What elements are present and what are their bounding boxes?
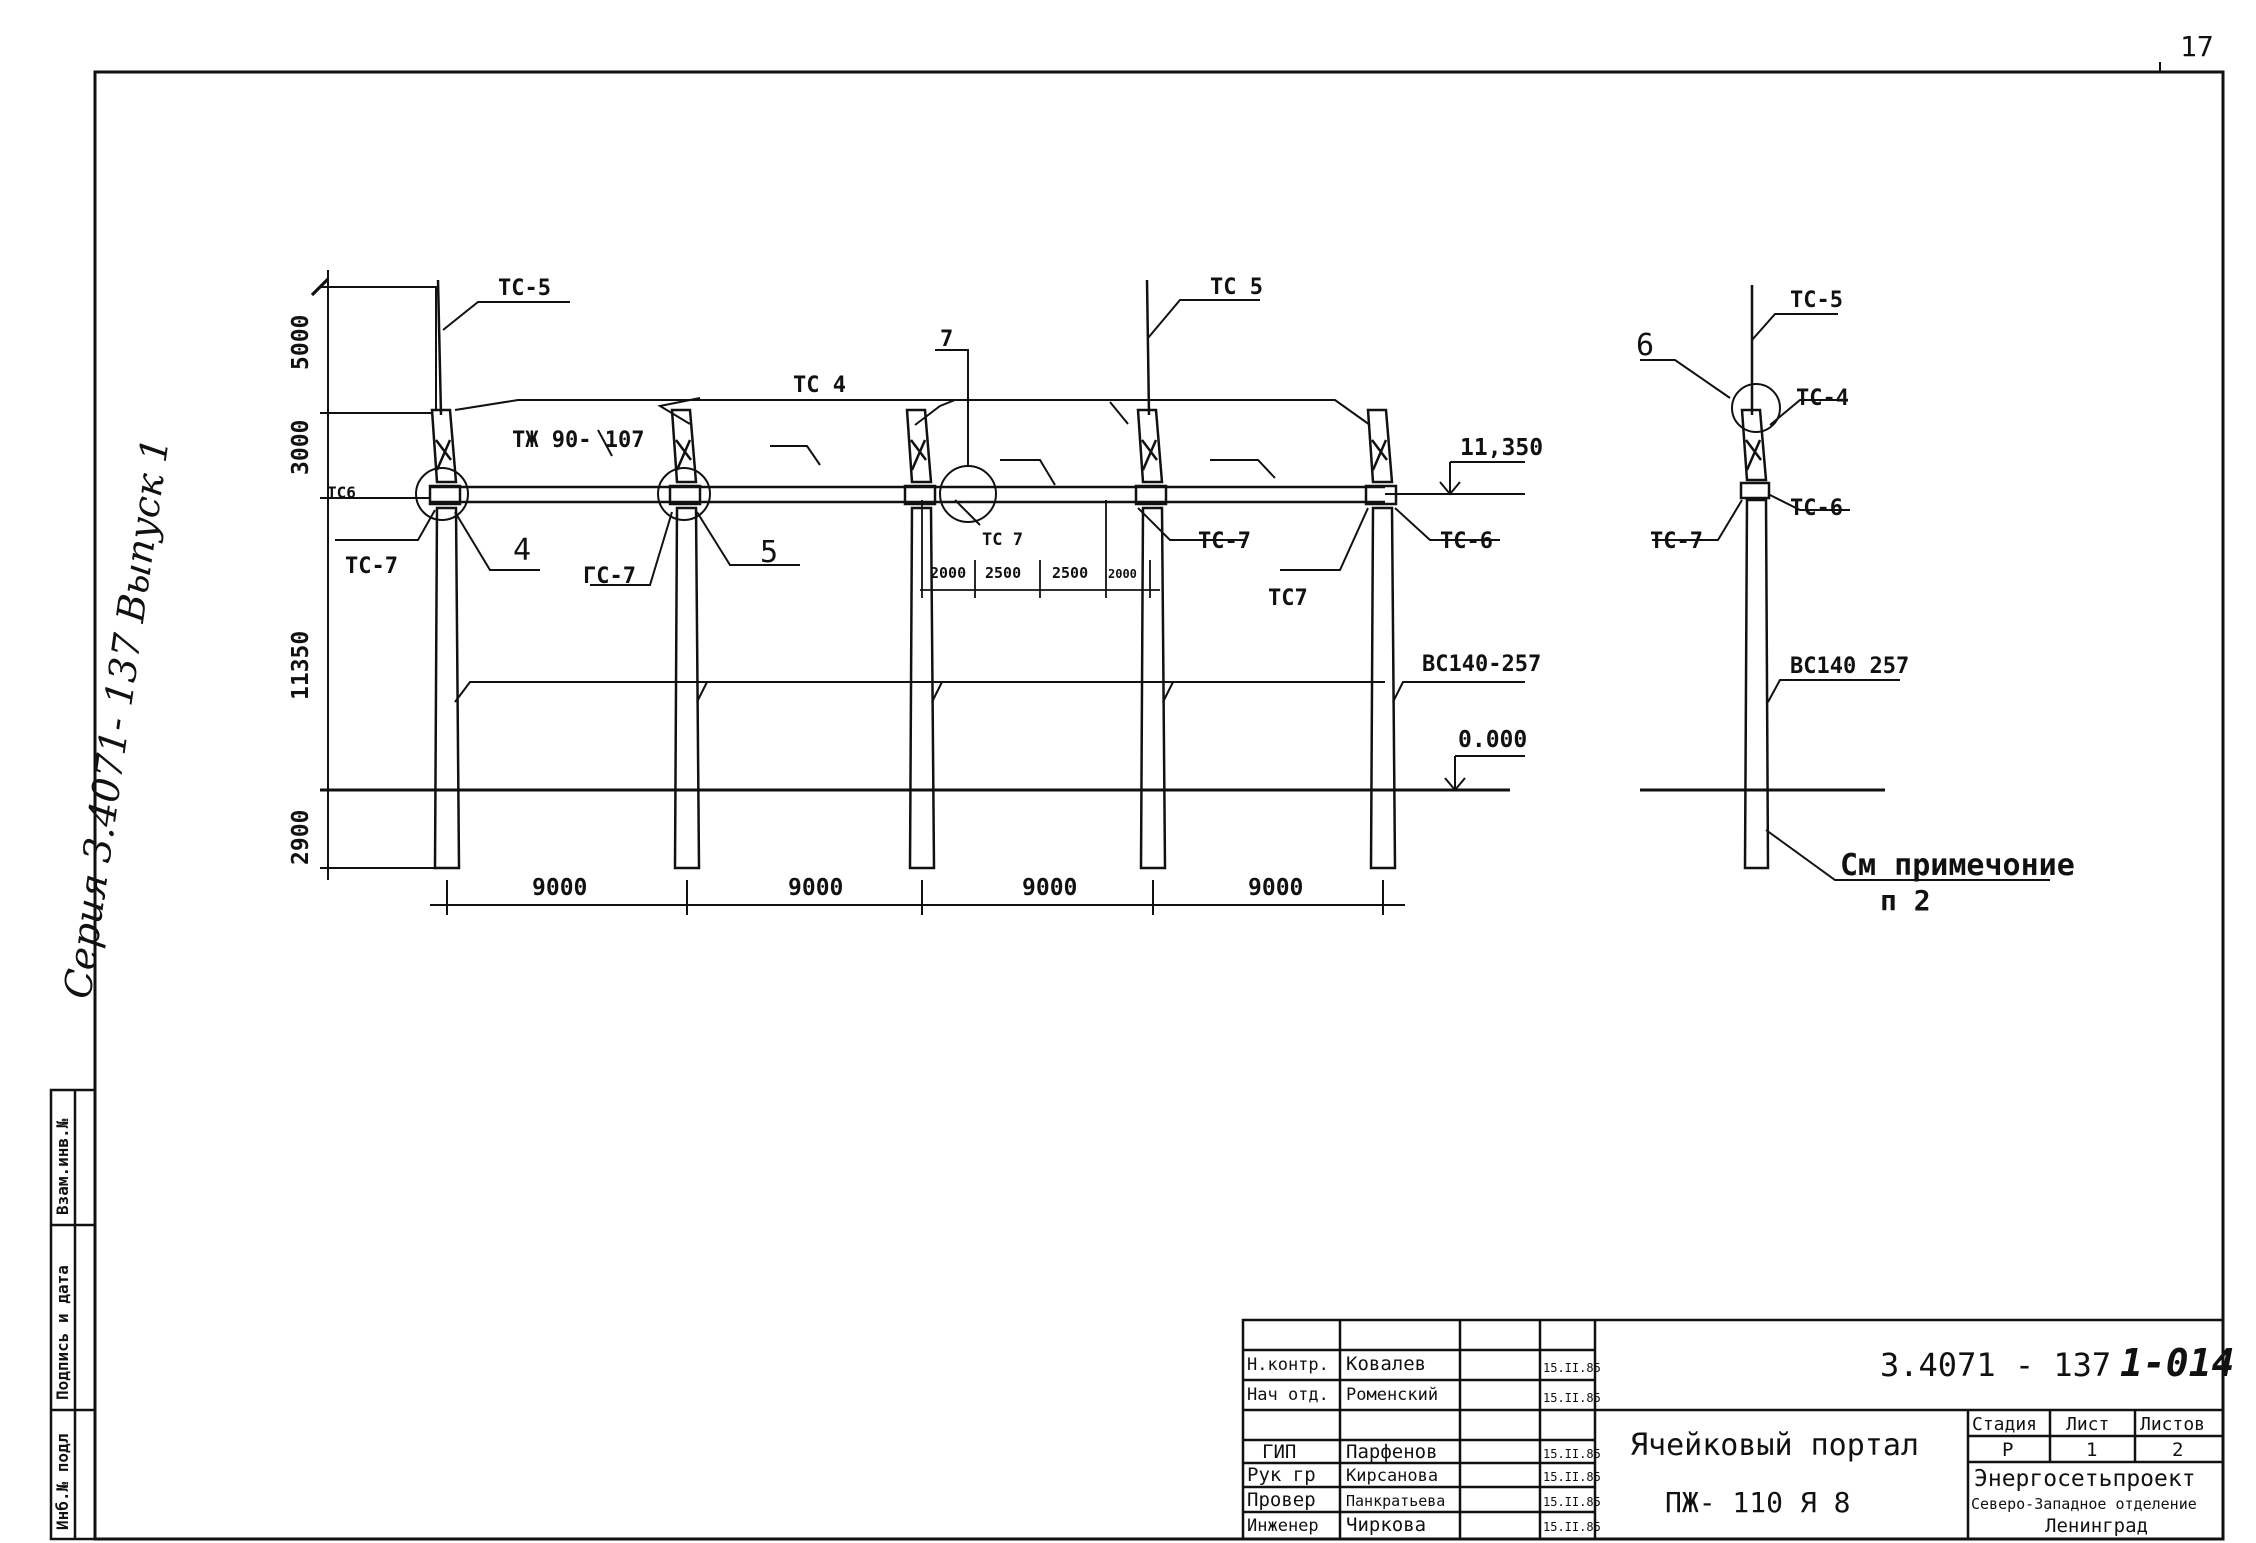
tb-value-stage: Р (2002, 1439, 2013, 1461)
span-dim-4: 9000 (1248, 875, 1303, 901)
tb-date-6: 15.II.85 (1543, 1520, 1601, 1534)
tb-role-4: Рук гр (1247, 1464, 1316, 1486)
side-note-ref: п 2 (1880, 884, 1931, 917)
side-callout-6: 6 (1636, 328, 1654, 363)
column-4 (1134, 279, 1168, 870)
label-tc4: ТС 4 (793, 373, 846, 398)
label-tc7-d: ТС-7 (1198, 529, 1251, 554)
label-tc6-right: ТС-6 (1440, 529, 1493, 554)
tb-doc-sheet: 1-014 (2120, 1341, 2234, 1385)
detail-circle-6 (1731, 383, 1781, 433)
vdim-2900: 2900 (288, 810, 314, 865)
detail-circle-4 (415, 467, 469, 521)
vdim-3000: 3000 (288, 420, 314, 475)
tb-value-sheet: 1 (2086, 1439, 2097, 1461)
tb-role-0: Н.контр. (1247, 1355, 1329, 1375)
column-1 (428, 279, 462, 870)
tb-role-6: Инженер (1247, 1516, 1319, 1536)
label-tzh: ТЖ 90- 107 (512, 428, 644, 453)
side-label-tc5: ТС-5 (1790, 288, 1843, 313)
stamp-col3: Взам.инв.№ (53, 1118, 72, 1215)
label-elev-top: 11,350 (1460, 435, 1543, 461)
stamp-col2: Подпись и дата (53, 1265, 72, 1400)
label-tc7-e: ТС7 (1268, 586, 1308, 611)
span-dim-3: 9000 (1022, 875, 1077, 901)
column-5 (1364, 408, 1398, 870)
span-dimension (430, 880, 1405, 915)
side-label-tc6: ТС-6 (1790, 496, 1843, 521)
tb-header-sheet: Лист (2066, 1414, 2109, 1435)
span-dim-1: 9000 (532, 875, 587, 901)
tb-doc-code: 3.4071 - 137 (1880, 1346, 2111, 1384)
tb-date-3: 15.II.85 (1543, 1447, 1601, 1461)
label-tc7-left: ТС-7 (345, 554, 398, 579)
tb-title-line1: Ячейковый портал (1630, 1428, 1919, 1463)
vdim-11350: 11350 (288, 631, 314, 700)
columns (428, 279, 1398, 870)
tb-role-1: Нач отд. (1247, 1385, 1329, 1405)
sheet-frame (93, 62, 2225, 1541)
vdim-5000: 5000 (288, 315, 314, 370)
label-callout-5: 5 (760, 535, 778, 570)
side-label-vs: ВС140 257 (1790, 654, 1909, 679)
vertical-dimension (310, 270, 440, 880)
tb-value-sheets: 2 (2172, 1439, 2183, 1461)
side-label-tc4: ТС-4 (1796, 386, 1849, 411)
title-block-text: Н.контр. Ковалев 15.II.85 Нач отд. Ромен… (1247, 1341, 2234, 1537)
title-block (1241, 1318, 2225, 1541)
left-stamp (49, 1088, 97, 1541)
label-tc7-b: ГС-7 (583, 564, 636, 589)
stamp-col1: Инб.№ подл (53, 1434, 72, 1530)
detail-dim-3: 2500 (1052, 564, 1088, 582)
side-view (1640, 285, 2050, 881)
span-dim-2: 9000 (788, 875, 843, 901)
tb-role-3: ГИП (1262, 1441, 1296, 1463)
tb-date-0: 15.II.85 (1543, 1361, 1601, 1375)
tb-name-5: Панкратьева (1346, 1492, 1445, 1510)
tb-org-line2: Северо-Западное отделение (1971, 1495, 2197, 1513)
side-note: См примечоние (1840, 848, 2075, 883)
label-tc6-left: ТС6 (327, 483, 356, 502)
tb-date-1: 15.II.85 (1543, 1391, 1601, 1405)
detail-dimension (920, 500, 1160, 598)
tb-date-4: 15.II.85 (1543, 1470, 1601, 1484)
detail-dim-1: 2000 (930, 564, 966, 582)
tb-title-line2: ПЖ- 110 Я 8 (1665, 1486, 1850, 1519)
tb-name-3: Парфенов (1346, 1441, 1438, 1463)
detail-dim-2: 2500 (985, 564, 1021, 582)
detail-circle-5 (657, 467, 711, 521)
column-2 (668, 408, 702, 870)
top-beam (430, 485, 1385, 504)
front-view (310, 270, 1525, 915)
tb-header-stage: Стадия (1972, 1414, 2037, 1435)
tb-date-5: 15.II.85 (1543, 1495, 1601, 1509)
page-number: 17 (2180, 30, 2214, 63)
detail-dim-4: 2000 (1108, 567, 1137, 581)
column-3 (903, 408, 937, 870)
tb-org-line1: Энергосетьпроект (1974, 1466, 2196, 1492)
tb-name-4: Кирсанова (1346, 1466, 1438, 1486)
tb-header-sheets: Листов (2140, 1414, 2205, 1435)
side-label-tc7: ТС-7 (1650, 529, 1703, 554)
label-callout-7: 7 (940, 327, 953, 352)
label-tc7-c: ТС 7 (982, 530, 1023, 550)
tb-role-5: Провер (1247, 1489, 1316, 1511)
tb-name-0: Ковалев (1346, 1353, 1426, 1375)
label-tc5-left: ТС-5 (498, 276, 551, 301)
tb-name-1: Роменский (1346, 1385, 1438, 1405)
label-callout-4: 4 (513, 533, 531, 568)
tb-org-line3: Ленинград (2045, 1515, 2148, 1537)
label-vs: ВС140-257 (1422, 652, 1541, 677)
tb-name-6: Чиркова (1346, 1514, 1426, 1536)
front-view-labels: ТС-5 ТС 5 ТС 4 ТЖ 90- 107 7 11,350 ТС6 Т… (288, 275, 1543, 901)
side-view-labels: 6 ТС-5 ТС-4 ТС-7 ТС-6 ВС140 257 См приме… (1636, 288, 2075, 917)
label-tc5-mid: ТС 5 (1210, 275, 1263, 300)
series-side-text: Серия 3.4071- 137 Выпуск 1 (55, 435, 177, 1001)
label-elev-ground: 0.000 (1458, 727, 1527, 753)
